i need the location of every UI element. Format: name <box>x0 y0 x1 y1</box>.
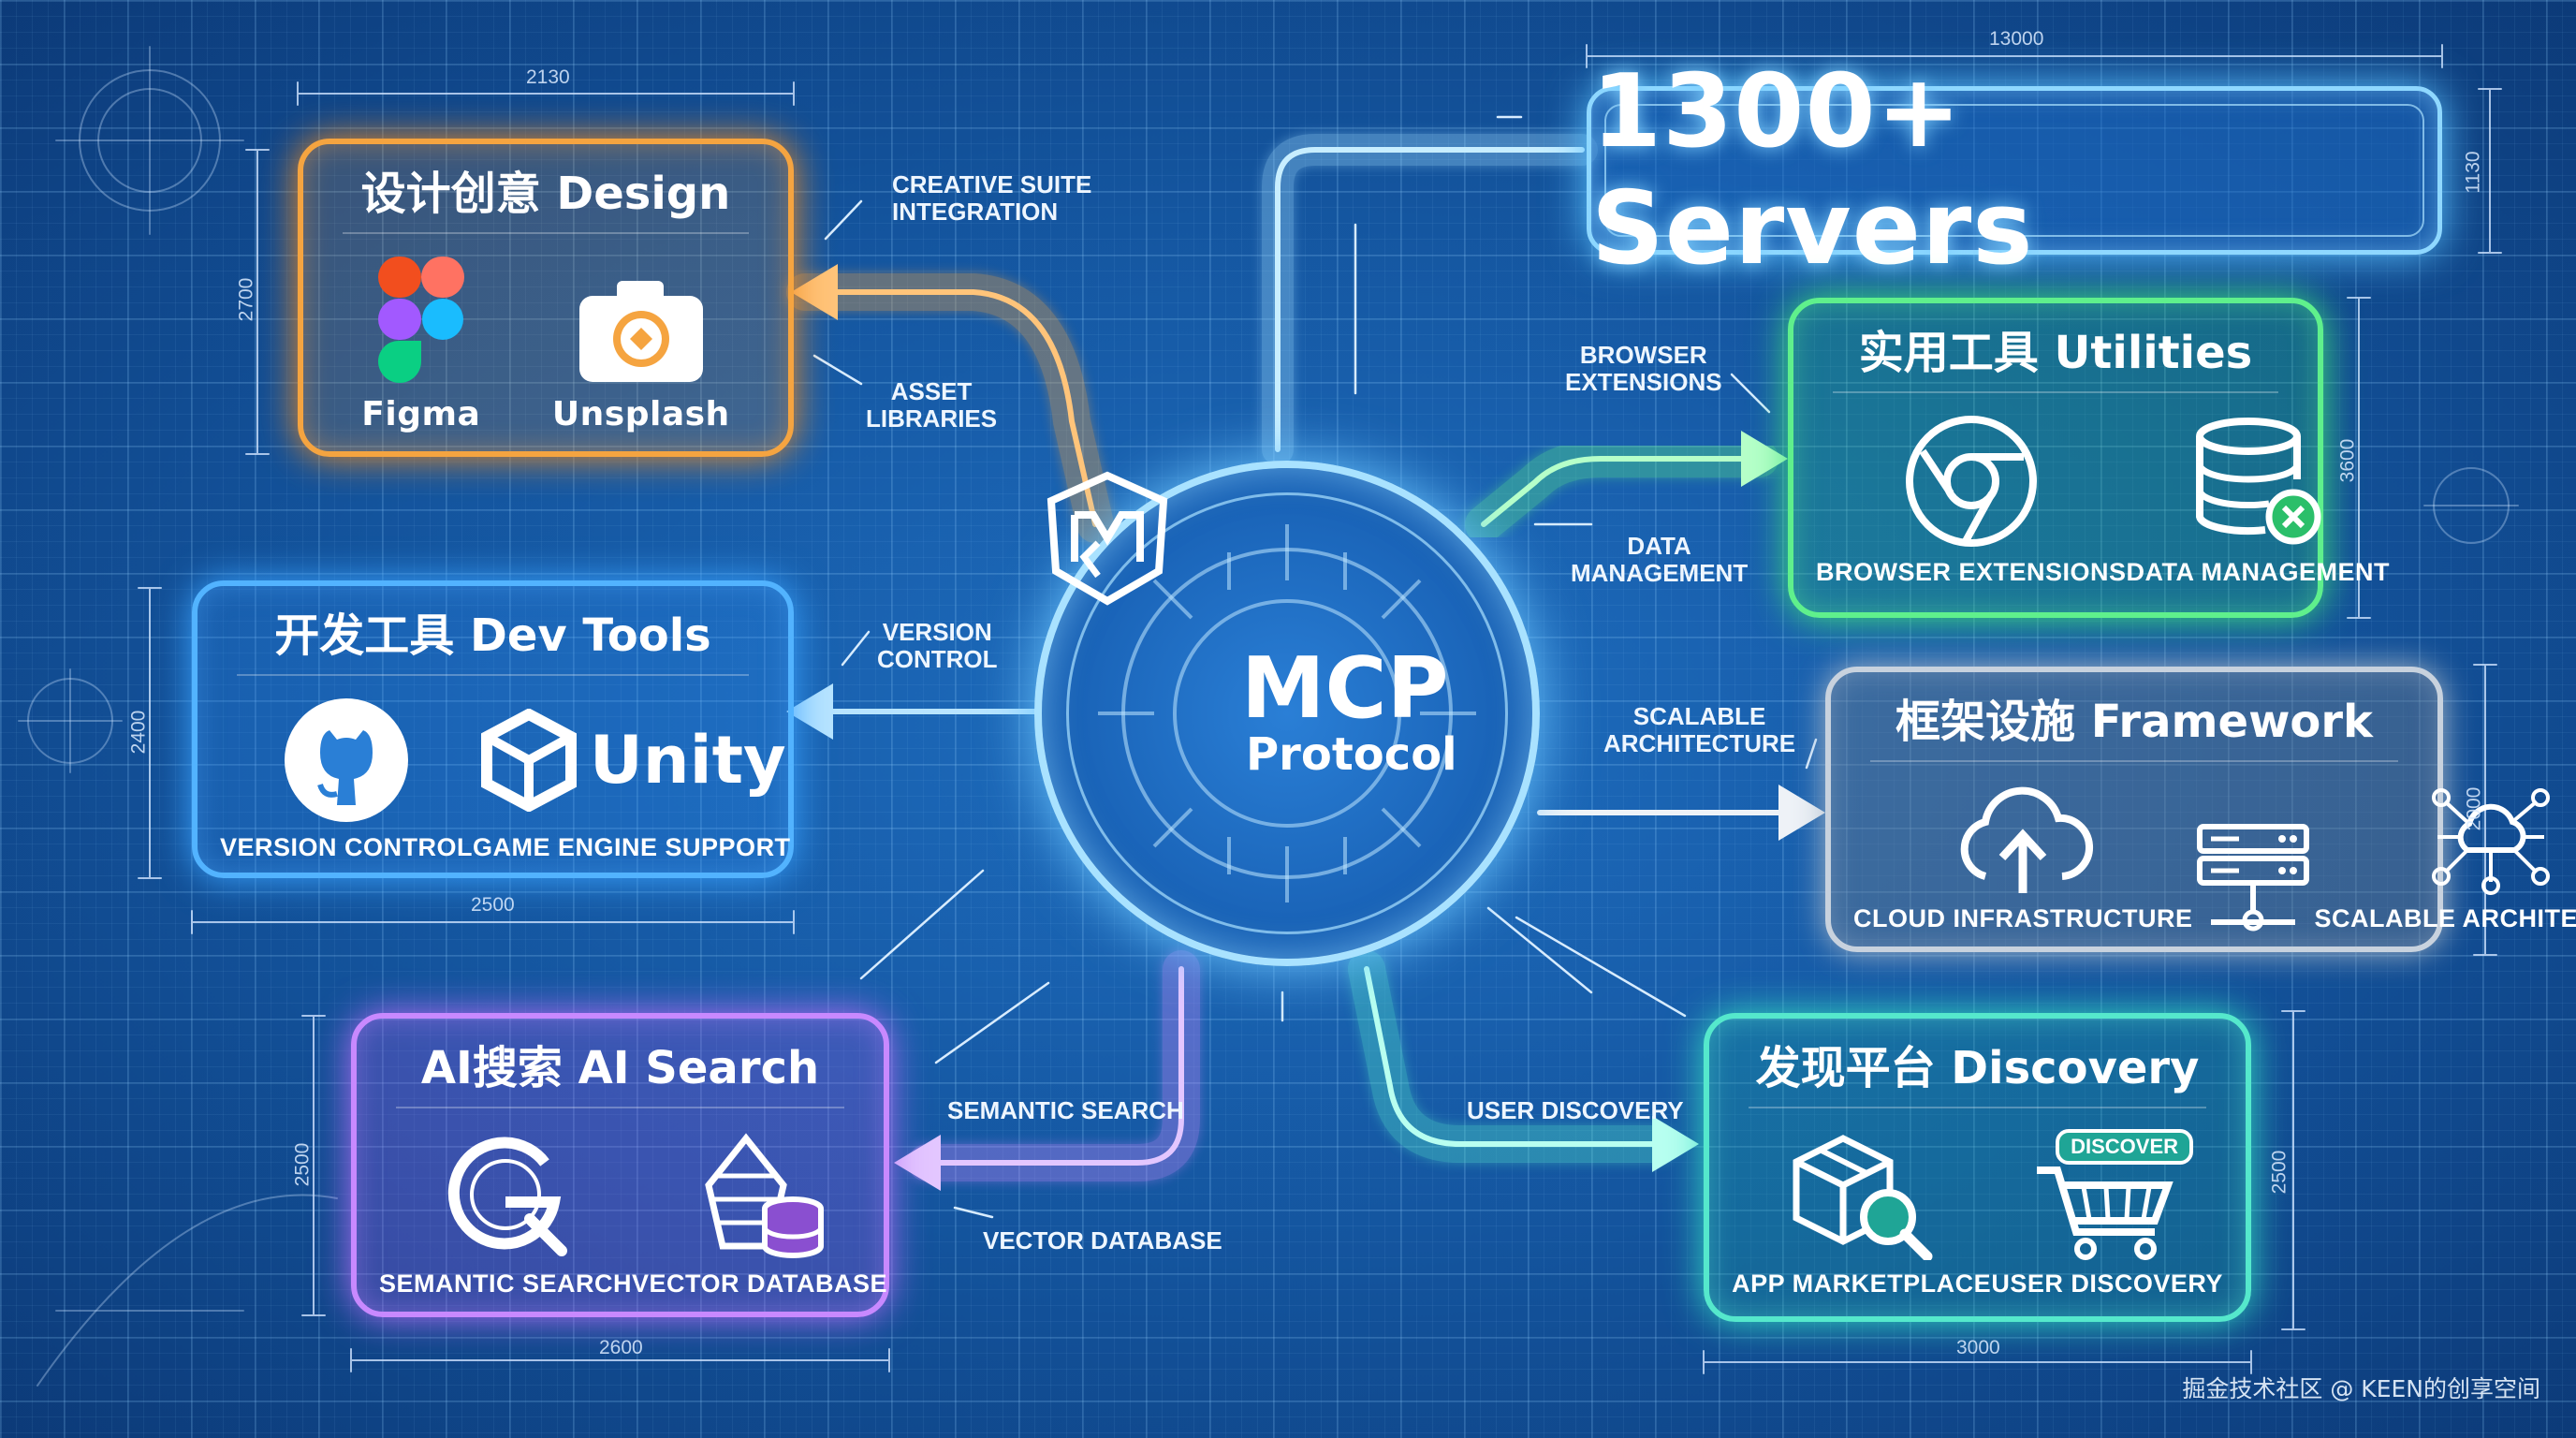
data-management-item: DATA MANAGEMENT <box>2127 414 2390 587</box>
semantic-search-label: SEMANTIC SEARCH <box>379 1269 633 1298</box>
utilities-title: 实用工具 Utilities <box>1833 324 2278 393</box>
dimension-label: 1130 <box>2462 151 2484 194</box>
watermark: 掘金技术社区 @ KEEN的创享空间 <box>2182 1375 2540 1402</box>
dimension-label: 2000 <box>2463 786 2485 831</box>
unity-logo: Unity <box>477 697 786 824</box>
arrowhead-design <box>791 264 838 320</box>
dimension-label: 2500 <box>2268 1150 2291 1195</box>
figma-item: Figma <box>361 255 480 433</box>
dimension-label: 2500 <box>471 894 515 916</box>
semantic-search-item: SEMANTIC SEARCH <box>379 1129 632 1299</box>
figma-icon <box>377 257 464 383</box>
discovery-title: 发现平台 Discovery <box>1749 1039 2206 1108</box>
arrowhead-utilities <box>1741 431 1788 487</box>
discovery-card: 发现平台 Discovery APP MARKETPLACE DISCOVER <box>1704 1013 2251 1322</box>
design-title: 设计创意 Design <box>343 165 749 234</box>
vector-database-label: VECTOR DATABASE <box>632 1269 888 1298</box>
dimension-label: 2400 <box>127 710 150 755</box>
annotation-semantic-search: SEMANTIC SEARCH <box>947 1096 1184 1124</box>
framework-card: 框架设施 Framework CLOUD INFRASTRUCTURE <box>1825 667 2576 952</box>
devtools-title: 开发工具 Dev Tools <box>237 607 749 676</box>
cloud-infrastructure-item: CLOUD INFRASTRUCTURE <box>1853 783 2192 933</box>
cloud-upload-icon <box>1960 786 2094 893</box>
connector-servers <box>1262 134 1598 465</box>
browser-extensions-label: BROWSER EXTENSIONS <box>1816 558 2127 586</box>
version-control-label: VERSION CONTROL <box>220 833 474 861</box>
hub-inner-ring <box>1066 492 1508 934</box>
chrome-icon <box>1905 416 2037 547</box>
unsplash-label: Unsplash <box>551 395 730 433</box>
discover-badge: DISCOVER <box>2056 1129 2194 1165</box>
servers-label: 1300+ Servers <box>1591 53 2034 287</box>
dimension-label: 2700 <box>235 277 257 322</box>
dimension-label: 13000 <box>1989 28 2044 50</box>
cloud-infrastructure-label: CLOUD INFRASTRUCTURE <box>1853 904 2193 932</box>
github-icon <box>285 698 408 822</box>
user-discovery-item: DISCOVER USER DISCOVERY <box>1991 1129 2223 1299</box>
arrowhead-search <box>894 1135 941 1191</box>
shopping-cart-icon <box>2037 1167 2174 1260</box>
annotation-user-discovery: USER DISCOVERY <box>1467 1096 1684 1124</box>
game-engine-label: GAME ENGINE SUPPORT <box>473 833 791 861</box>
pinecone-database-icon <box>704 1133 824 1258</box>
dimension-label: 2500 <box>291 1142 314 1187</box>
dimension-label: 3000 <box>1956 1337 2000 1358</box>
app-marketplace-item: APP MARKETPLACE <box>1732 1129 1991 1299</box>
data-management-label: DATA MANAGEMENT <box>2126 558 2391 586</box>
design-card: 设计创意 Design Figma Unsplash <box>298 139 794 457</box>
annotation-vector-database: VECTOR DATABASE <box>983 1226 1222 1255</box>
figma-label: Figma <box>361 395 481 433</box>
dimension-label: 3600 <box>2336 438 2359 483</box>
search-card: AI搜索 AI Search SEMANTIC SEARCH VECTOR DA… <box>351 1013 889 1317</box>
dimension-label: 2600 <box>599 1337 643 1358</box>
unsplash-item: Unsplash <box>552 273 730 433</box>
unity-wordmark: Unity <box>589 722 786 799</box>
database-gear-icon <box>2196 418 2321 545</box>
vector-database-item: VECTOR DATABASE <box>632 1129 887 1299</box>
search-title: AI搜索 AI Search <box>396 1039 844 1108</box>
browser-extensions-item: BROWSER EXTENSIONS <box>1816 414 2127 587</box>
servers-banner-frame <box>1604 104 2424 237</box>
arrowhead-devtools <box>786 683 833 740</box>
servers-rack-item <box>2192 821 2314 933</box>
mcp-logo-icon <box>1046 471 1168 606</box>
package-search-icon <box>1793 1135 1933 1260</box>
hub-subtitle: Protocol <box>1246 728 1457 781</box>
utilities-card: 实用工具 Utilities BROWSER EXTENSIONS DATA M… <box>1788 298 2390 618</box>
server-rack-icon <box>2197 824 2310 932</box>
dimension-label: 2130 <box>526 66 570 88</box>
servers-banner: 1300+ Servers <box>1587 53 2442 287</box>
github-item: VERSION CONTROL <box>220 697 473 862</box>
app-marketplace-label: APP MARKETPLACE <box>1732 1269 1992 1298</box>
hub-title: MCP <box>1241 639 1449 738</box>
connector-search <box>908 950 1200 1181</box>
unity-item: Unity GAME ENGINE SUPPORT <box>473 697 791 862</box>
user-discovery-label: USER DISCOVERY <box>1991 1269 2223 1298</box>
arrowhead-discovery <box>1652 1116 1699 1172</box>
discover-cart-graphic: DISCOVER <box>2027 1129 2194 1260</box>
scalable-architecture-label: SCALABLE ARCHITECTURE <box>2314 904 2576 932</box>
arrowhead-framework <box>1778 785 1825 841</box>
devtools-card: 开发工具 Dev Tools VERSION CONTROL Unity GAM… <box>192 580 794 878</box>
camera-icon <box>578 281 703 382</box>
cloud-network-icon <box>2431 788 2550 895</box>
google-search-icon <box>447 1137 567 1256</box>
scalable-architecture-item: SCALABLE ARCHITECTURE <box>2314 783 2576 933</box>
mcp-hub: MCP Protocol <box>1034 461 1540 966</box>
unity-icon <box>480 709 577 812</box>
framework-title: 框架设施 Framework <box>1870 693 2398 762</box>
